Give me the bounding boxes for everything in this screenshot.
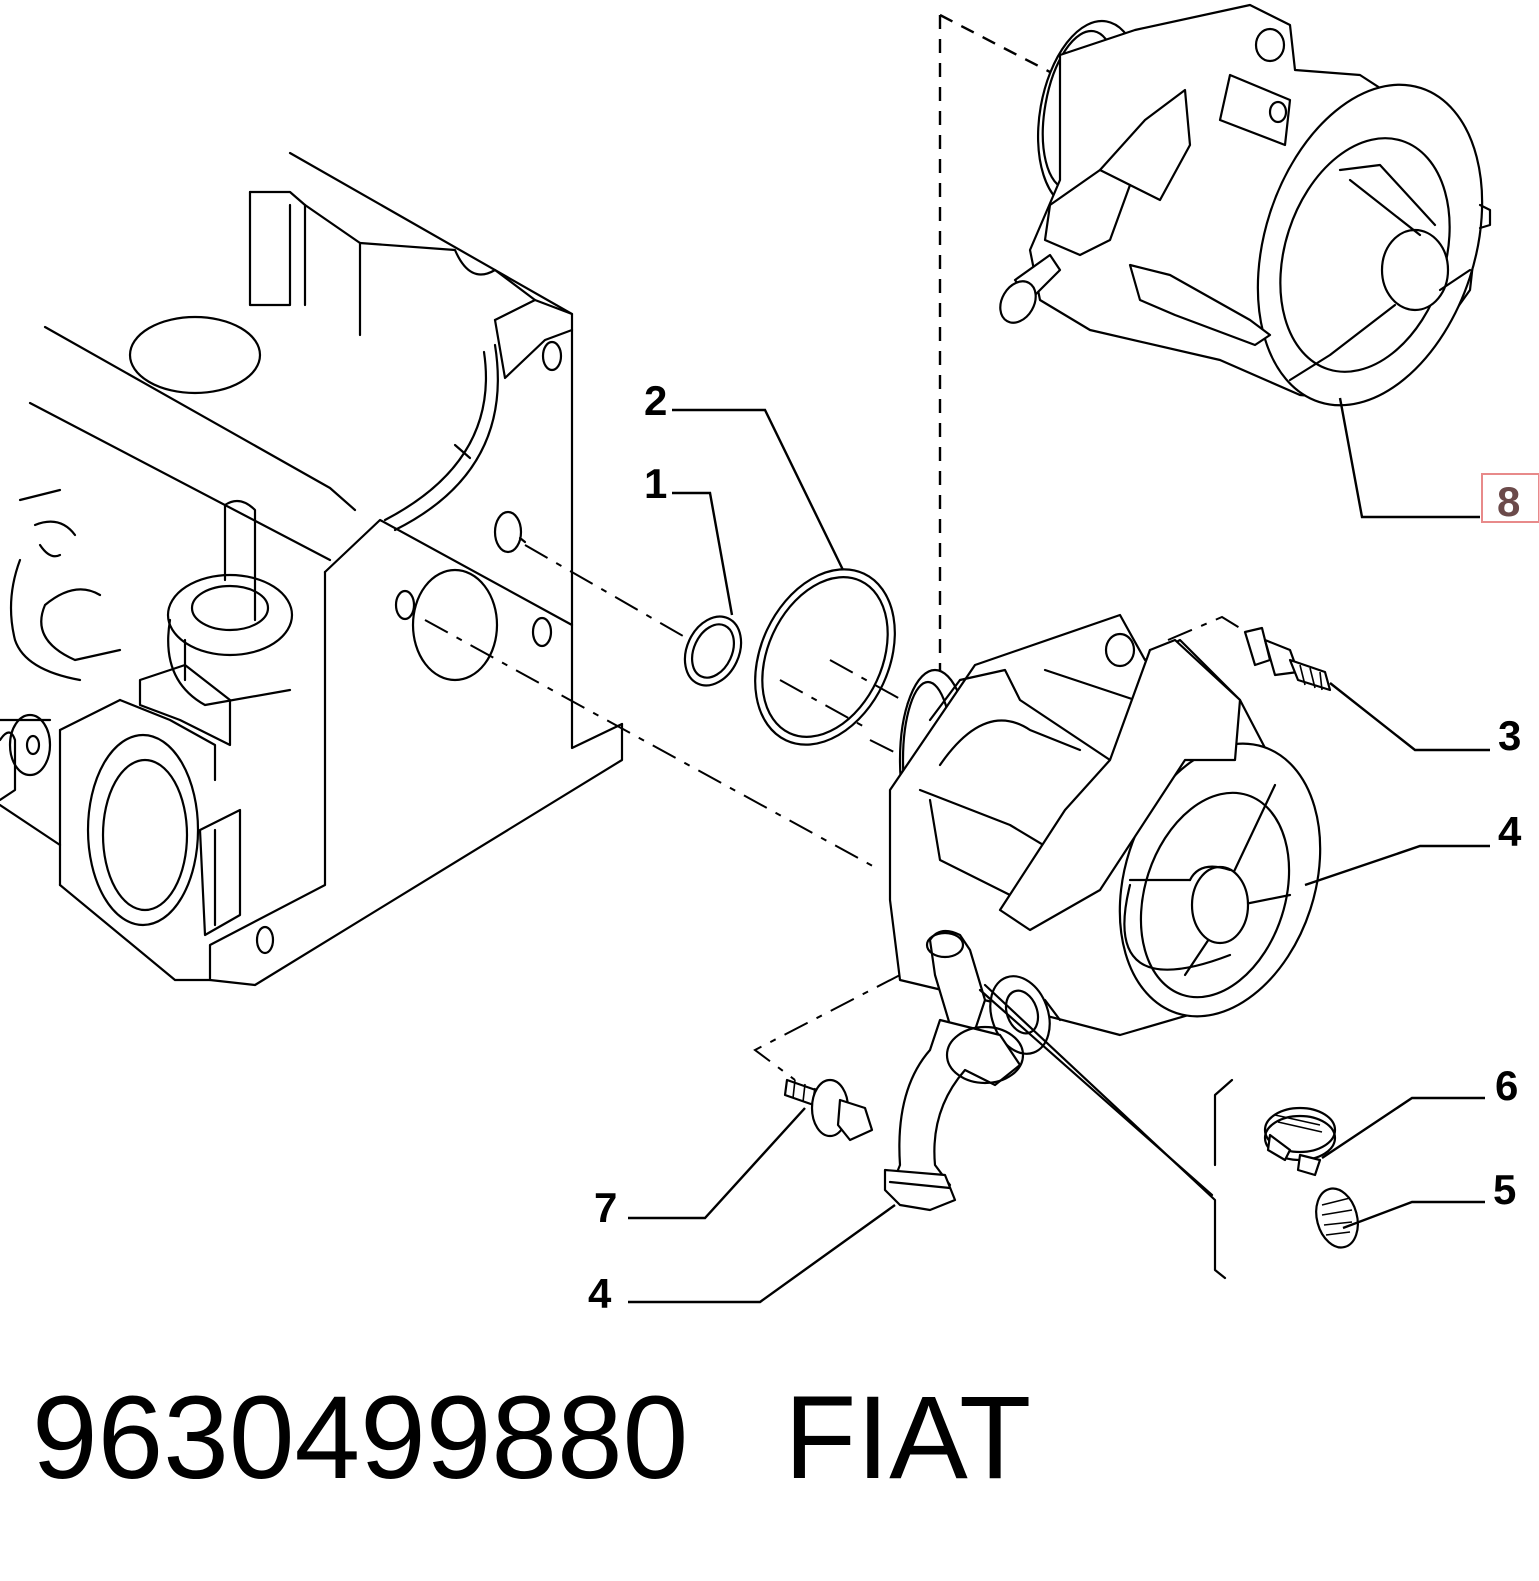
brand-name: FIAT [784, 1372, 1032, 1504]
callout-label: 2 [644, 377, 667, 424]
flange-bolt-part-7 [783, 1078, 874, 1142]
callout-label: 6 [1495, 1062, 1518, 1109]
hose-clamp-part-6 [1263, 1106, 1337, 1177]
callout-label: 4 [1498, 808, 1522, 855]
callout-8-highlight-box [1481, 473, 1539, 523]
engine-block-drawing [0, 151, 624, 987]
hose-piece-part-5 [1315, 1187, 1359, 1249]
callout-label: 3 [1498, 712, 1521, 759]
callout-label: 1 [644, 460, 667, 507]
o-ring-small-part-1 [683, 615, 743, 687]
stud-bolt-part-3 [1243, 626, 1332, 692]
vacuum-pump-center [888, 613, 1322, 1055]
vacuum-pump-inset [999, 3, 1492, 407]
callout-labels: 1 2 3 4 4 5 6 7 8 [588, 377, 1522, 1317]
callout-leader-lines [628, 397, 1490, 1304]
part-caption: 9630499880 FIAT [32, 1368, 1031, 1508]
callout-label: 7 [594, 1184, 617, 1231]
vacuum-hose-part-4 [883, 1018, 1025, 1212]
callout-label-highlighted: 8 [1497, 478, 1520, 525]
o-ring-large-part-2 [754, 568, 896, 746]
mounting-bracket-lines [978, 983, 1234, 1280]
callout-label: 5 [1493, 1166, 1516, 1213]
callout-label: 4 [588, 1270, 612, 1317]
part-number: 9630499880 [32, 1372, 689, 1504]
